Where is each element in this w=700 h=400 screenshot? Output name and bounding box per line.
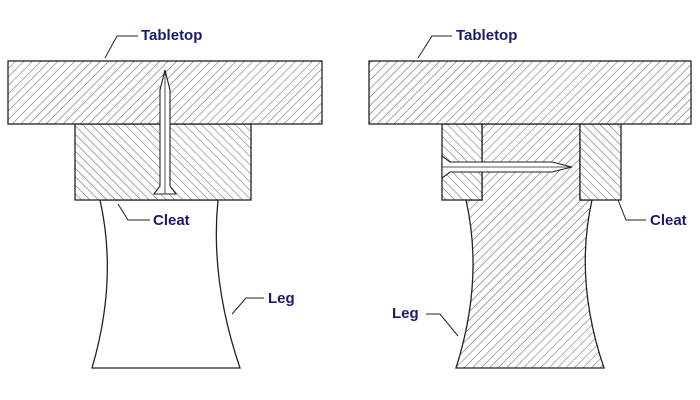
right-tabletop-leader: [417, 35, 452, 59]
right-leg-label: Leg: [392, 305, 419, 322]
left-tabletop-leader: [104, 35, 138, 59]
right-screw: [441, 154, 573, 180]
right-cleat-right: [579, 123, 622, 201]
left-cleat-label: Cleat: [153, 212, 190, 229]
left-screw: [152, 69, 178, 195]
left-leg-label: Leg: [268, 290, 295, 307]
left-tabletop-label: Tabletop: [141, 27, 202, 44]
right-cleat-leader: [617, 199, 646, 221]
right-view: Tabletop Cleat Leg: [368, 27, 692, 369]
right-tabletop: [368, 60, 692, 125]
left-leg: [91, 199, 241, 369]
right-leg: [455, 123, 605, 369]
left-leg-leader: [231, 297, 264, 315]
left-cleat-leader: [117, 203, 150, 221]
right-cleat-label: Cleat: [650, 212, 687, 229]
left-view: Tabletop Cleat Leg: [7, 27, 323, 369]
right-leg-leader: [426, 313, 459, 337]
right-tabletop-label: Tabletop: [456, 27, 517, 44]
